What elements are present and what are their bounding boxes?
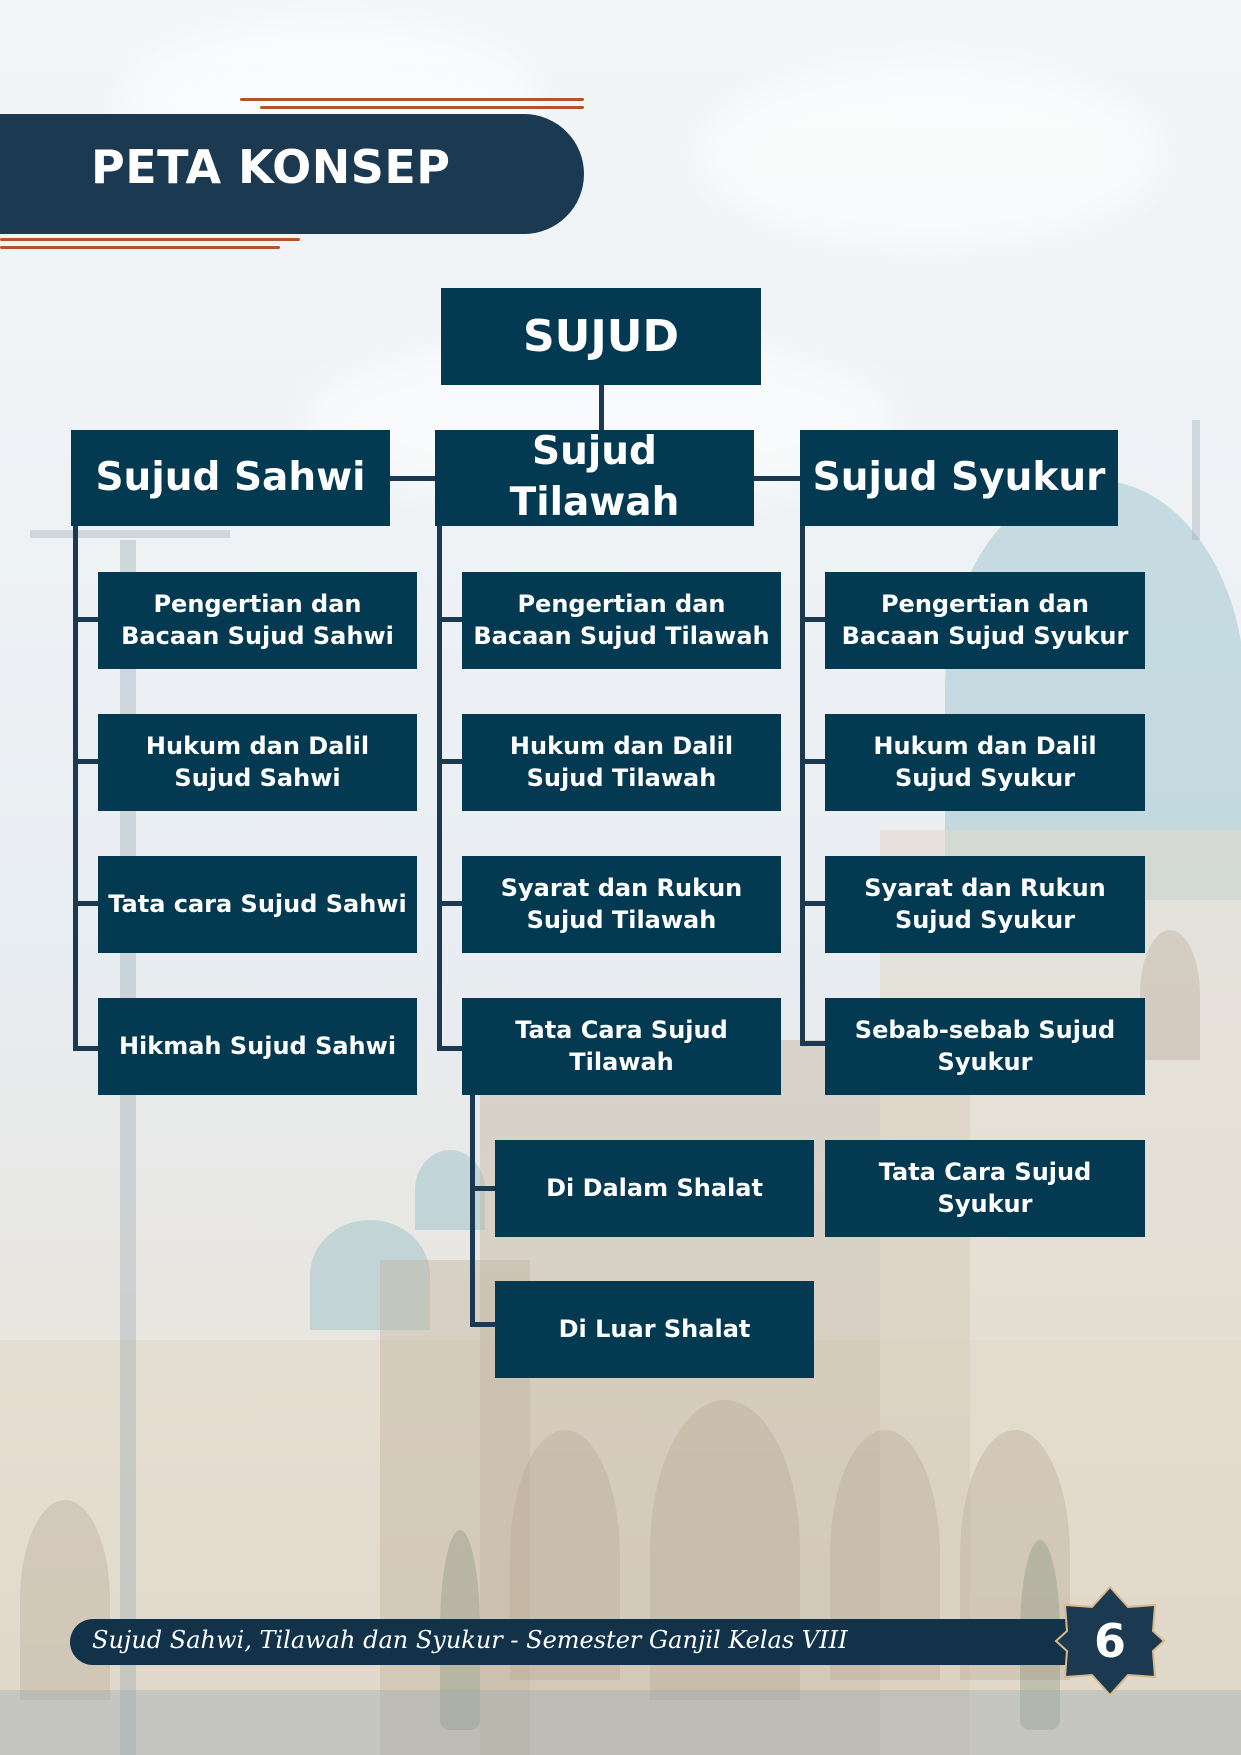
node-tilawah-di-luar: Di Luar Shalat: [495, 1281, 814, 1378]
node-syukur-syarat: Syarat dan Rukun Sujud Syukur: [825, 856, 1145, 953]
accent-stripe: [240, 98, 584, 101]
connector-line: [437, 901, 462, 906]
node-sahwi-hikmah: Hikmah Sujud Sahwi: [98, 998, 417, 1095]
node-tilawah-di-dalam: Di Dalam Shalat: [495, 1140, 814, 1237]
node-sujud: SUJUD: [441, 288, 761, 385]
connector-line: [470, 1322, 495, 1327]
star-badge-icon: [1054, 1585, 1166, 1697]
connector-line: [437, 1046, 462, 1051]
node-sahwi-hukum: Hukum dan Dalil Sujud Sahwi: [98, 714, 417, 811]
node-tilawah-hukum: Hukum dan Dalil Sujud Tilawah: [462, 714, 781, 811]
connector-line: [754, 476, 800, 481]
accent-stripe: [260, 106, 584, 109]
connector-line: [73, 617, 98, 622]
connector-line: [800, 524, 805, 1046]
connector-line: [800, 901, 825, 906]
connector-line: [599, 305, 604, 470]
connector-line: [437, 524, 442, 1051]
node-sahwi-pengertian: Pengertian dan Bacaan Sujud Sahwi: [98, 572, 417, 669]
connector-line: [73, 759, 98, 764]
connector-line: [470, 1186, 495, 1191]
node-sujud-tilawah: Sujud Tilawah: [435, 429, 754, 526]
connector-line: [470, 1095, 475, 1327]
node-tilawah-syarat: Syarat dan Rukun Sujud Tilawah: [462, 856, 781, 953]
node-sujud-sahwi: Sujud Sahwi: [71, 430, 390, 526]
node-syukur-hukum: Hukum dan Dalil Sujud Syukur: [825, 714, 1145, 811]
node-tilawah-tata-cara: Tata Cara Sujud Tilawah: [462, 998, 781, 1095]
accent-stripe: [0, 246, 280, 249]
node-syukur-tata-cara: Tata Cara Sujud Syukur: [825, 1140, 1145, 1237]
connector-line: [73, 1046, 98, 1051]
connector-line: [73, 524, 78, 1051]
node-sahwi-tata-cara: Tata cara Sujud Sahwi: [98, 856, 417, 953]
page-number: 6: [1093, 1614, 1126, 1668]
connector-line: [390, 476, 436, 481]
node-syukur-pengertian: Pengertian dan Bacaan Sujud Syukur: [825, 572, 1145, 669]
connector-line: [73, 901, 98, 906]
title-banner: [0, 114, 584, 234]
page-title: PETA KONSEP: [91, 140, 451, 194]
accent-stripe: [0, 238, 300, 241]
connector-line: [437, 617, 462, 622]
node-sujud-syukur: Sujud Syukur: [800, 430, 1118, 526]
node-tilawah-pengertian: Pengertian dan Bacaan Sujud Tilawah: [462, 572, 781, 669]
connector-line: [800, 759, 825, 764]
footer-bar: [70, 1619, 1100, 1665]
footer-caption: Sujud Sahwi, Tilawah dan Syukur - Semest…: [92, 1626, 848, 1654]
connector-line: [800, 1041, 825, 1046]
connector-line: [437, 759, 462, 764]
node-syukur-sebab: Sebab-sebab Sujud Syukur: [825, 998, 1145, 1095]
connector-line: [800, 617, 825, 622]
